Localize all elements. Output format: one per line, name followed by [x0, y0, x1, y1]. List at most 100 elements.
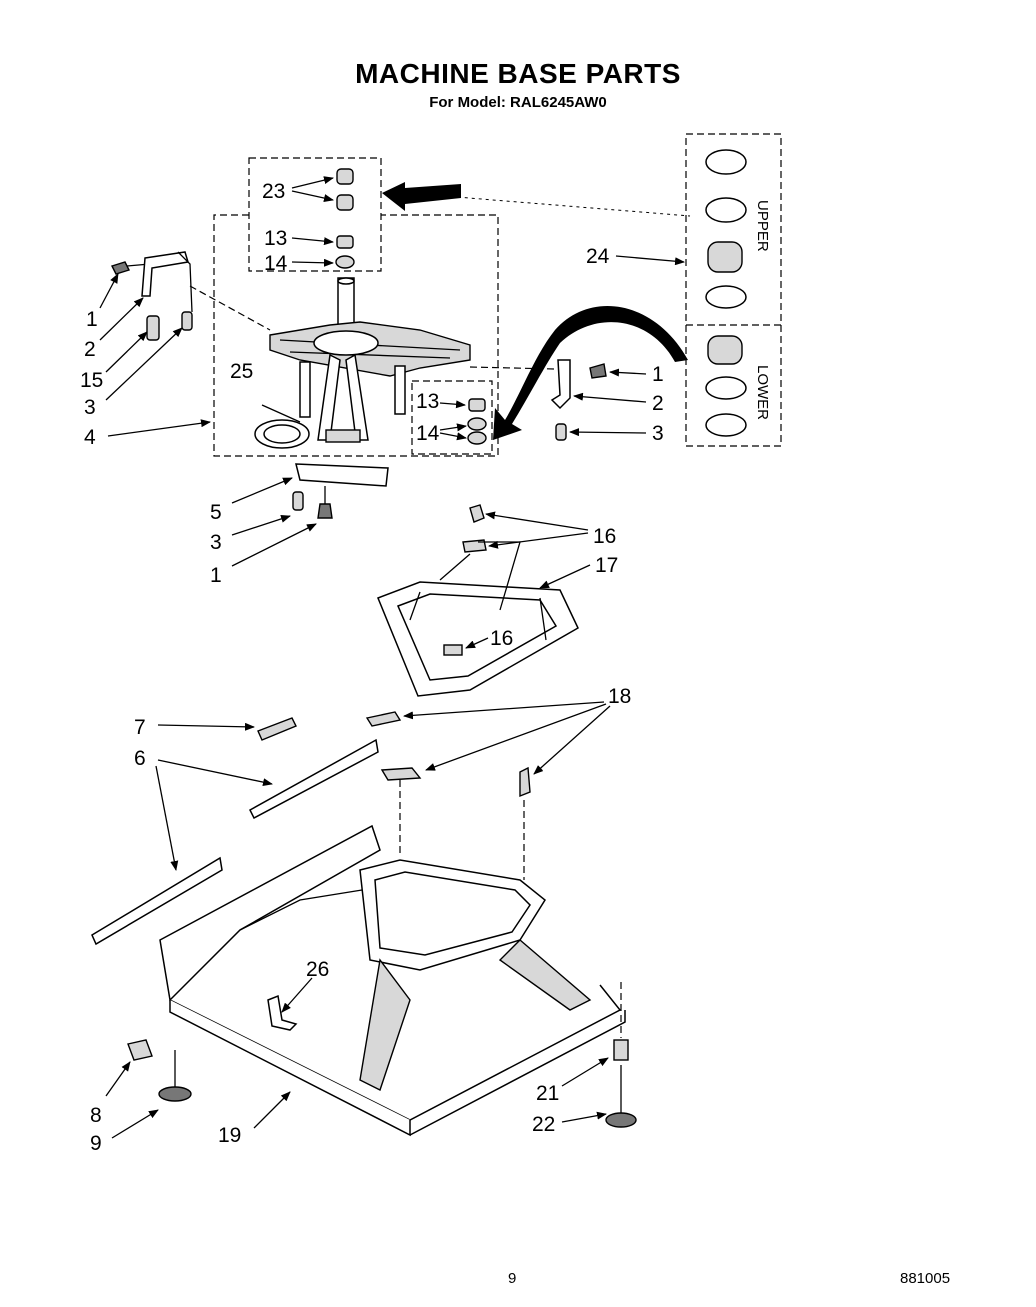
leader-16c: [465, 637, 489, 649]
lower-grommet-box: [411, 380, 493, 455]
leader-7: [157, 722, 255, 731]
bracket-2-right: [550, 359, 571, 410]
callout-9: 9: [90, 1132, 102, 1155]
leader-22: [561, 1111, 607, 1123]
shaft-top: [337, 277, 355, 285]
housing-post-right: [394, 365, 406, 415]
seal-ring-inner: [263, 424, 301, 444]
leader-1b: [609, 368, 647, 377]
lower-seal-1: [705, 376, 747, 400]
nut-14-lower-b: [467, 431, 487, 445]
leader-21: [561, 1057, 609, 1087]
model-subtitle: For Model: RAL6245AW0: [429, 94, 607, 111]
housing-post-left: [299, 361, 311, 418]
nut-14-upper: [335, 255, 355, 269]
callout-4: 4: [84, 426, 96, 449]
callout-16-frame: 16: [490, 627, 513, 650]
leader-13b: [439, 400, 466, 409]
leader-1a: [99, 273, 119, 309]
clip-26: [267, 994, 298, 1031]
callout-26: 26: [306, 958, 329, 981]
callout-16-top: 16: [593, 525, 616, 548]
seal-kit-box: UPPER LOWER: [685, 133, 782, 447]
leg-sleeve-8: [127, 1039, 153, 1061]
callout-1-right: 1: [652, 363, 664, 386]
leader-6b: [155, 765, 179, 871]
base-front-edge: [169, 1000, 411, 1137]
leader-14b: [439, 423, 467, 432]
grommet-23-a: [336, 168, 354, 185]
leader-1c: [231, 523, 317, 567]
callout-21: 21: [536, 1082, 559, 1105]
callout-15: 15: [80, 369, 103, 392]
middle-frame-assembly: [365, 504, 579, 880]
leg-foot-22: [605, 1112, 637, 1128]
pad-18-b: [380, 767, 422, 781]
gearcase-assembly: [111, 157, 691, 519]
leader-24: [615, 255, 685, 266]
callout-1-left: 1: [86, 308, 98, 331]
support-frame-17-inner: [396, 593, 558, 681]
bolt-1-left: [111, 261, 130, 275]
support-leg-front: [359, 958, 411, 1091]
support-arm-left: [239, 889, 363, 931]
leader-26: [281, 977, 313, 1013]
lower-label: LOWER: [754, 365, 771, 420]
clip-3-right: [555, 423, 567, 441]
leader-16b: [488, 532, 589, 549]
callout-5: 5: [210, 501, 222, 524]
gearcase-box: [213, 214, 499, 457]
leader-3b: [569, 428, 647, 437]
housing-leg-left: [317, 353, 341, 441]
callout-13-upper: 13: [264, 227, 287, 250]
bumper-16-a: [469, 504, 485, 523]
callout-24: 24: [586, 245, 610, 268]
upper-label: UPPER: [754, 200, 771, 252]
leader-13a: [291, 237, 334, 246]
washer-13-upper: [336, 235, 354, 249]
leader-4: [107, 419, 211, 437]
leader-5: [231, 477, 293, 504]
base-side-rail: [159, 824, 381, 1002]
leader-23a: [291, 176, 334, 189]
bumper-16-c: [443, 644, 463, 656]
document-code: 881005: [900, 1270, 951, 1287]
leader-6a: [157, 759, 273, 787]
leader-18b: [425, 703, 607, 771]
clip-3-bottom: [292, 491, 304, 511]
pad-18-a: [365, 711, 402, 727]
callout-14-upper: 14: [264, 252, 288, 275]
right-leader: [469, 366, 556, 370]
callout-6: 6: [134, 747, 146, 770]
callout-7: 7: [134, 716, 146, 739]
leader-15: [105, 331, 148, 373]
leader-16a: [485, 511, 589, 531]
upper-seal-2: [705, 197, 747, 223]
callout-1-bottom: 1: [210, 564, 222, 587]
callout-3-right: 3: [652, 422, 664, 445]
leader-2a: [99, 297, 144, 341]
drive-shaft: [337, 277, 355, 327]
bumper-16-b: [462, 539, 487, 553]
leader-14c: [439, 432, 467, 441]
bracket-2-left: [141, 251, 189, 297]
callout-23: 23: [262, 180, 285, 203]
pointer-arrow-curved: [493, 306, 688, 440]
callout-8: 8: [90, 1104, 102, 1127]
seal-kit-frame: [685, 133, 782, 447]
base-right-edge: [409, 1010, 626, 1136]
bolt-1-bottom: [317, 503, 333, 519]
rail-6-lower: [91, 856, 223, 946]
pointer-arrow-top: [382, 182, 461, 211]
lower-bearing: [707, 335, 743, 365]
leader-3a: [105, 327, 183, 401]
housing-hub: [313, 330, 379, 356]
callout-13-lower: 13: [416, 390, 439, 413]
tub-support-inner: [374, 871, 531, 956]
leader-18a: [403, 701, 605, 720]
washer-13-lower: [468, 398, 486, 412]
bracket-2-rod: [177, 251, 193, 313]
pad-18-c: [519, 766, 531, 798]
rail-6-upper: [249, 738, 379, 820]
frame-struts: [409, 591, 547, 641]
